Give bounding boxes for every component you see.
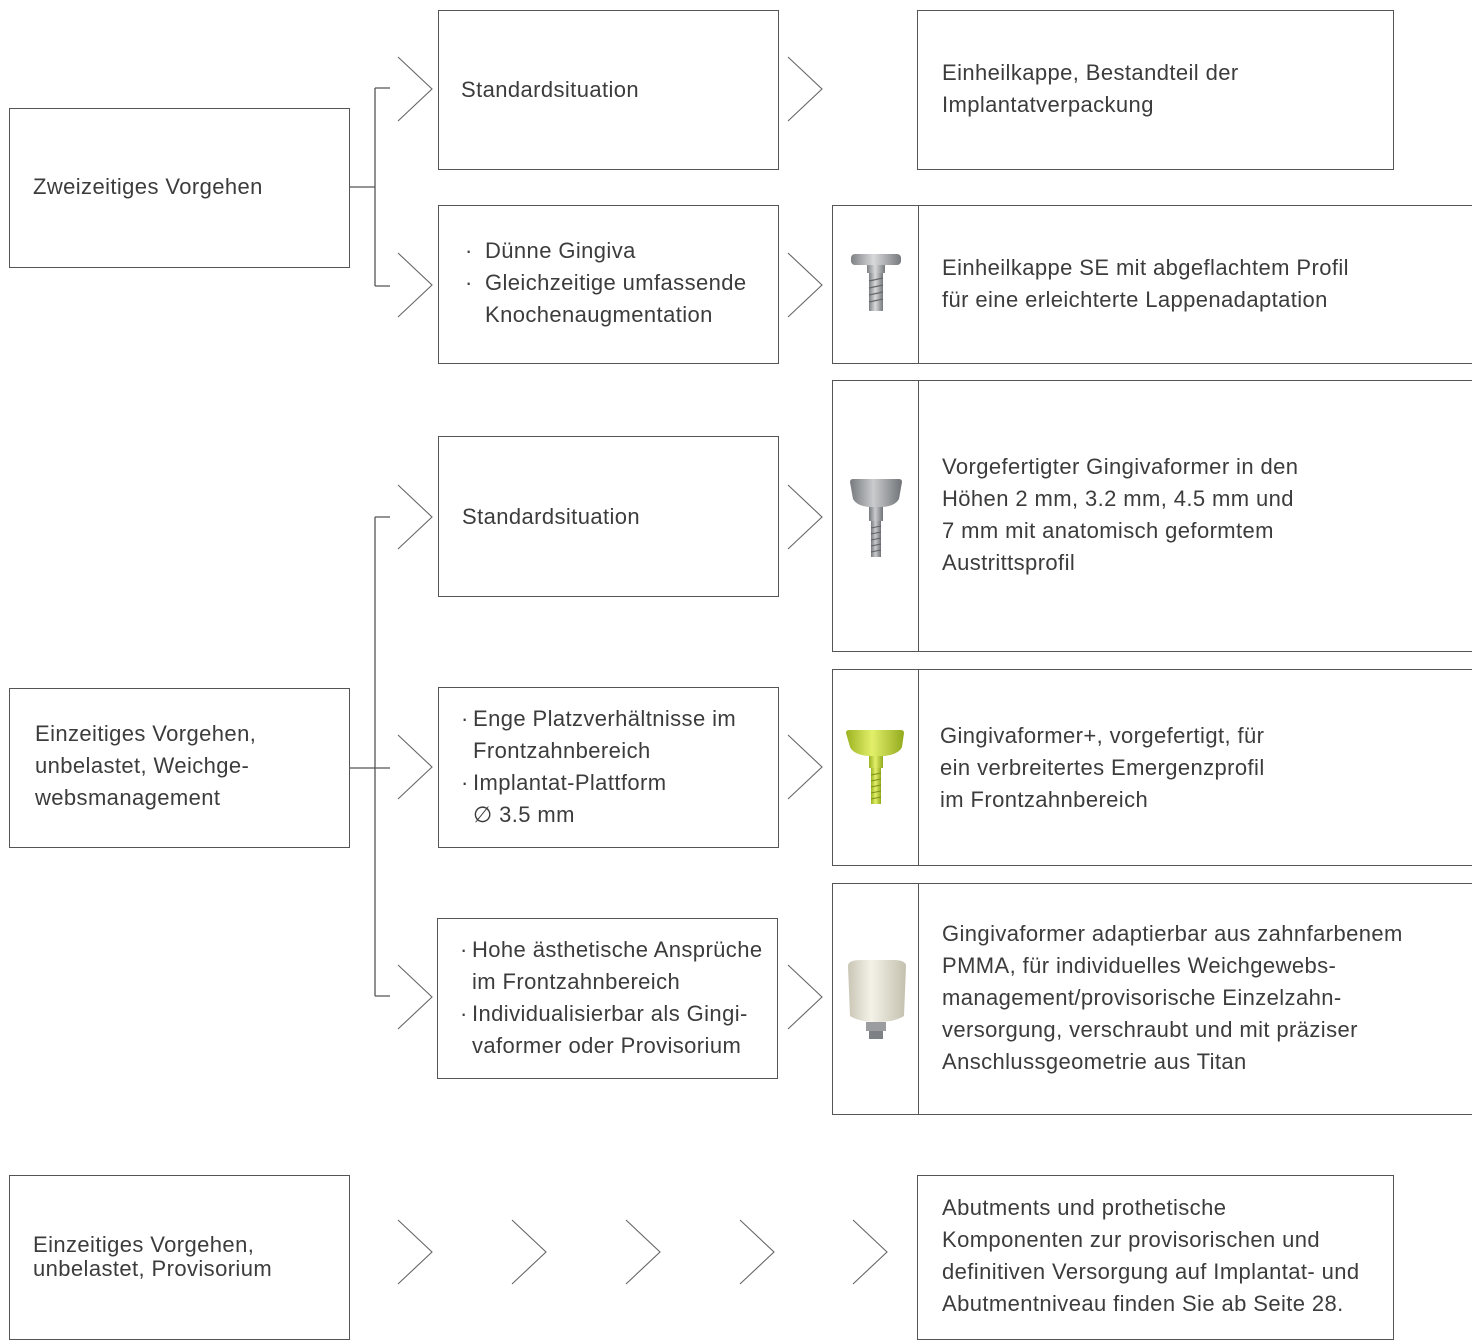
single-stage-standard-label: Standardsituation xyxy=(462,504,641,529)
single-stage-title: Einzeitiges Vorgehen, unbelastet, Weichg… xyxy=(35,721,257,810)
chevron-icon xyxy=(787,734,823,800)
single-stage-aesthetic-box: Hohe ästhetische Ansprüche im Frontzahnb… xyxy=(437,918,778,1079)
chevron-icon xyxy=(787,56,823,122)
chevron-icon xyxy=(787,484,823,550)
chevron-icon xyxy=(397,1219,433,1285)
chevron-icon xyxy=(511,1219,547,1285)
chevron-icon xyxy=(787,252,823,318)
list-item: Dünne Gingiva xyxy=(461,235,747,267)
single-stage-aesthetic-result-box: Gingivaformer adaptierbar aus zahnfarben… xyxy=(832,883,1472,1115)
thin-gingiva-list: Dünne Gingiva Gleichzeitige umfassende K… xyxy=(461,235,747,331)
two-stage-standard-result-box: Einheilkappe, Bestandteil der Implantatv… xyxy=(917,10,1394,170)
provisional-result: Abutments und prothetische Komponenten z… xyxy=(942,1195,1360,1316)
aesthetic-gingiva-former-result: Gingivaformer adaptierbar aus zahnfarben… xyxy=(942,921,1403,1074)
provisional-result-box: Abutments und prothetische Komponenten z… xyxy=(917,1175,1394,1340)
single-stage-standard-result-box: Vorgefertigter Gingivaformer in den Höhe… xyxy=(832,380,1472,652)
gingiva-former-plus-icon xyxy=(846,730,904,804)
chevron-icon xyxy=(625,1219,661,1285)
thin-gingiva-result: Einheilkappe SE mit abgeflachtem Profil … xyxy=(942,255,1349,312)
chevron-icon xyxy=(397,56,433,122)
list-item: Hohe ästhetische Ansprüche im Frontzahnb… xyxy=(458,934,762,998)
gingiva-former-thumb xyxy=(833,381,919,651)
list-item: Implantat-Plattform ∅ 3.5 mm xyxy=(459,767,736,831)
two-stage-category-box: Zweizeitiges Vorgehen xyxy=(9,108,350,268)
chevron-icon xyxy=(787,964,823,1030)
gingiva-former-plus-thumb xyxy=(833,670,919,865)
bracket-two-stage xyxy=(350,87,390,287)
healing-cap-se-icon xyxy=(851,254,901,311)
narrow-space-list: Enge Platzverhältnisse im Frontzahnberei… xyxy=(459,703,736,831)
standard-gingiva-former-result: Vorgefertigter Gingivaformer in den Höhe… xyxy=(942,454,1299,575)
single-stage-narrow-result-box: Gingivaformer+, vorgefertigt, für ein ve… xyxy=(832,669,1472,866)
list-item: Enge Platzverhältnisse im Frontzahnberei… xyxy=(459,703,736,767)
list-item: Individualisierbar als Gingi- vaformer o… xyxy=(458,998,762,1062)
single-stage-category-box: Einzeitiges Vorgehen, unbelastet, Weichg… xyxy=(9,688,350,848)
two-stage-thin-gingiva-box: Dünne Gingiva Gleichzeitige umfassende K… xyxy=(438,205,779,364)
two-stage-standard-label: Standardsituation xyxy=(461,77,640,102)
chevron-icon xyxy=(397,964,433,1030)
chevron-icon xyxy=(852,1219,888,1285)
bracket-single-stage xyxy=(350,516,390,997)
two-stage-thin-gingiva-result-box: Einheilkappe SE mit abgeflachtem Profil … xyxy=(832,205,1472,364)
two-stage-title: Zweizeitiges Vorgehen xyxy=(33,174,263,199)
single-stage-standard-box: Standardsituation xyxy=(438,436,779,597)
two-stage-standard-result: Einheilkappe, Bestandteil der Implantatv… xyxy=(942,60,1239,117)
narrow-gingiva-former-result: Gingivaformer+, vorgefertigt, für ein ve… xyxy=(940,723,1265,812)
provisional-title: Einzeitiges Vorgehen, unbelastet, Provis… xyxy=(33,1232,273,1281)
pmma-gingiva-former-thumb xyxy=(833,884,919,1114)
chevron-icon xyxy=(397,252,433,318)
pmma-gingiva-former-icon xyxy=(848,960,906,1039)
gingiva-former-icon xyxy=(850,479,902,557)
provisional-category-box: Einzeitiges Vorgehen, unbelastet, Provis… xyxy=(9,1175,350,1340)
aesthetic-list: Hohe ästhetische Ansprüche im Frontzahnb… xyxy=(458,934,762,1062)
two-stage-standard-box: Standardsituation xyxy=(438,10,779,170)
chevron-icon xyxy=(739,1219,775,1285)
single-stage-narrow-box: Enge Platzverhältnisse im Frontzahnberei… xyxy=(438,687,779,848)
healing-cap-se-thumb xyxy=(833,206,919,363)
chevron-icon xyxy=(397,734,433,800)
chevron-icon xyxy=(397,484,433,550)
list-item: Gleichzeitige umfassende Knochenaugmenta… xyxy=(461,267,747,331)
